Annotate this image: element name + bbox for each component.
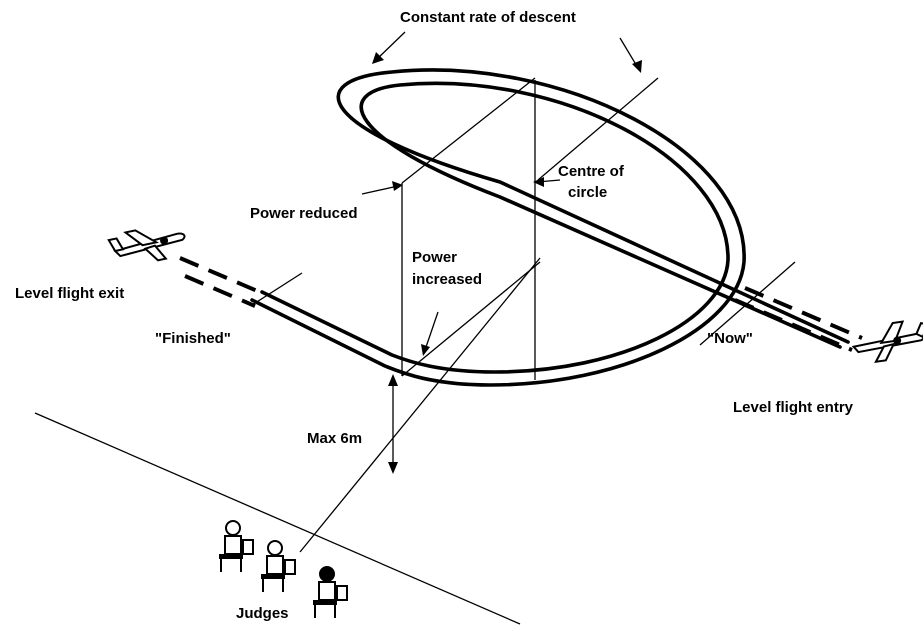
label-judges: Judges — [236, 605, 289, 622]
label-constant-descent: Constant rate of descent — [400, 9, 576, 26]
top-right-arrow — [620, 38, 642, 73]
flight-path-outer — [252, 70, 848, 385]
label-finished: "Finished" — [155, 330, 231, 347]
label-centre-of-circle-1: Centre of — [558, 163, 625, 180]
judge-figure-icon — [261, 541, 295, 592]
judge-figure-icon — [313, 567, 347, 618]
max-height-arrow — [388, 374, 398, 474]
top-left-arrow — [372, 32, 405, 64]
airplane-icon — [108, 221, 188, 270]
flight-path-inner — [262, 83, 840, 372]
label-now: "Now" — [707, 330, 753, 347]
airplane-icon — [851, 318, 923, 364]
label-power-reduced: Power reduced — [250, 205, 358, 222]
label-level-flight-entry: Level flight entry — [733, 399, 854, 416]
label-level-flight-exit: Level flight exit — [15, 285, 124, 302]
exit-dash-line-2 — [185, 276, 255, 306]
label-power-increased-1: Power — [412, 249, 457, 266]
power-reduced-arrow — [362, 181, 403, 194]
power-increased-arrow — [421, 312, 438, 356]
ground-line — [35, 413, 520, 624]
label-centre-of-circle-2: circle — [568, 184, 607, 201]
label-max-height: Max 6m — [307, 430, 362, 447]
judges-sight-line — [300, 258, 540, 552]
centre-arrow — [533, 177, 560, 187]
judge-figure-icon — [219, 521, 253, 572]
label-power-increased-2: increased — [412, 271, 482, 288]
exit-dash-line-1 — [180, 258, 262, 293]
upper-diameter-line — [402, 78, 535, 183]
